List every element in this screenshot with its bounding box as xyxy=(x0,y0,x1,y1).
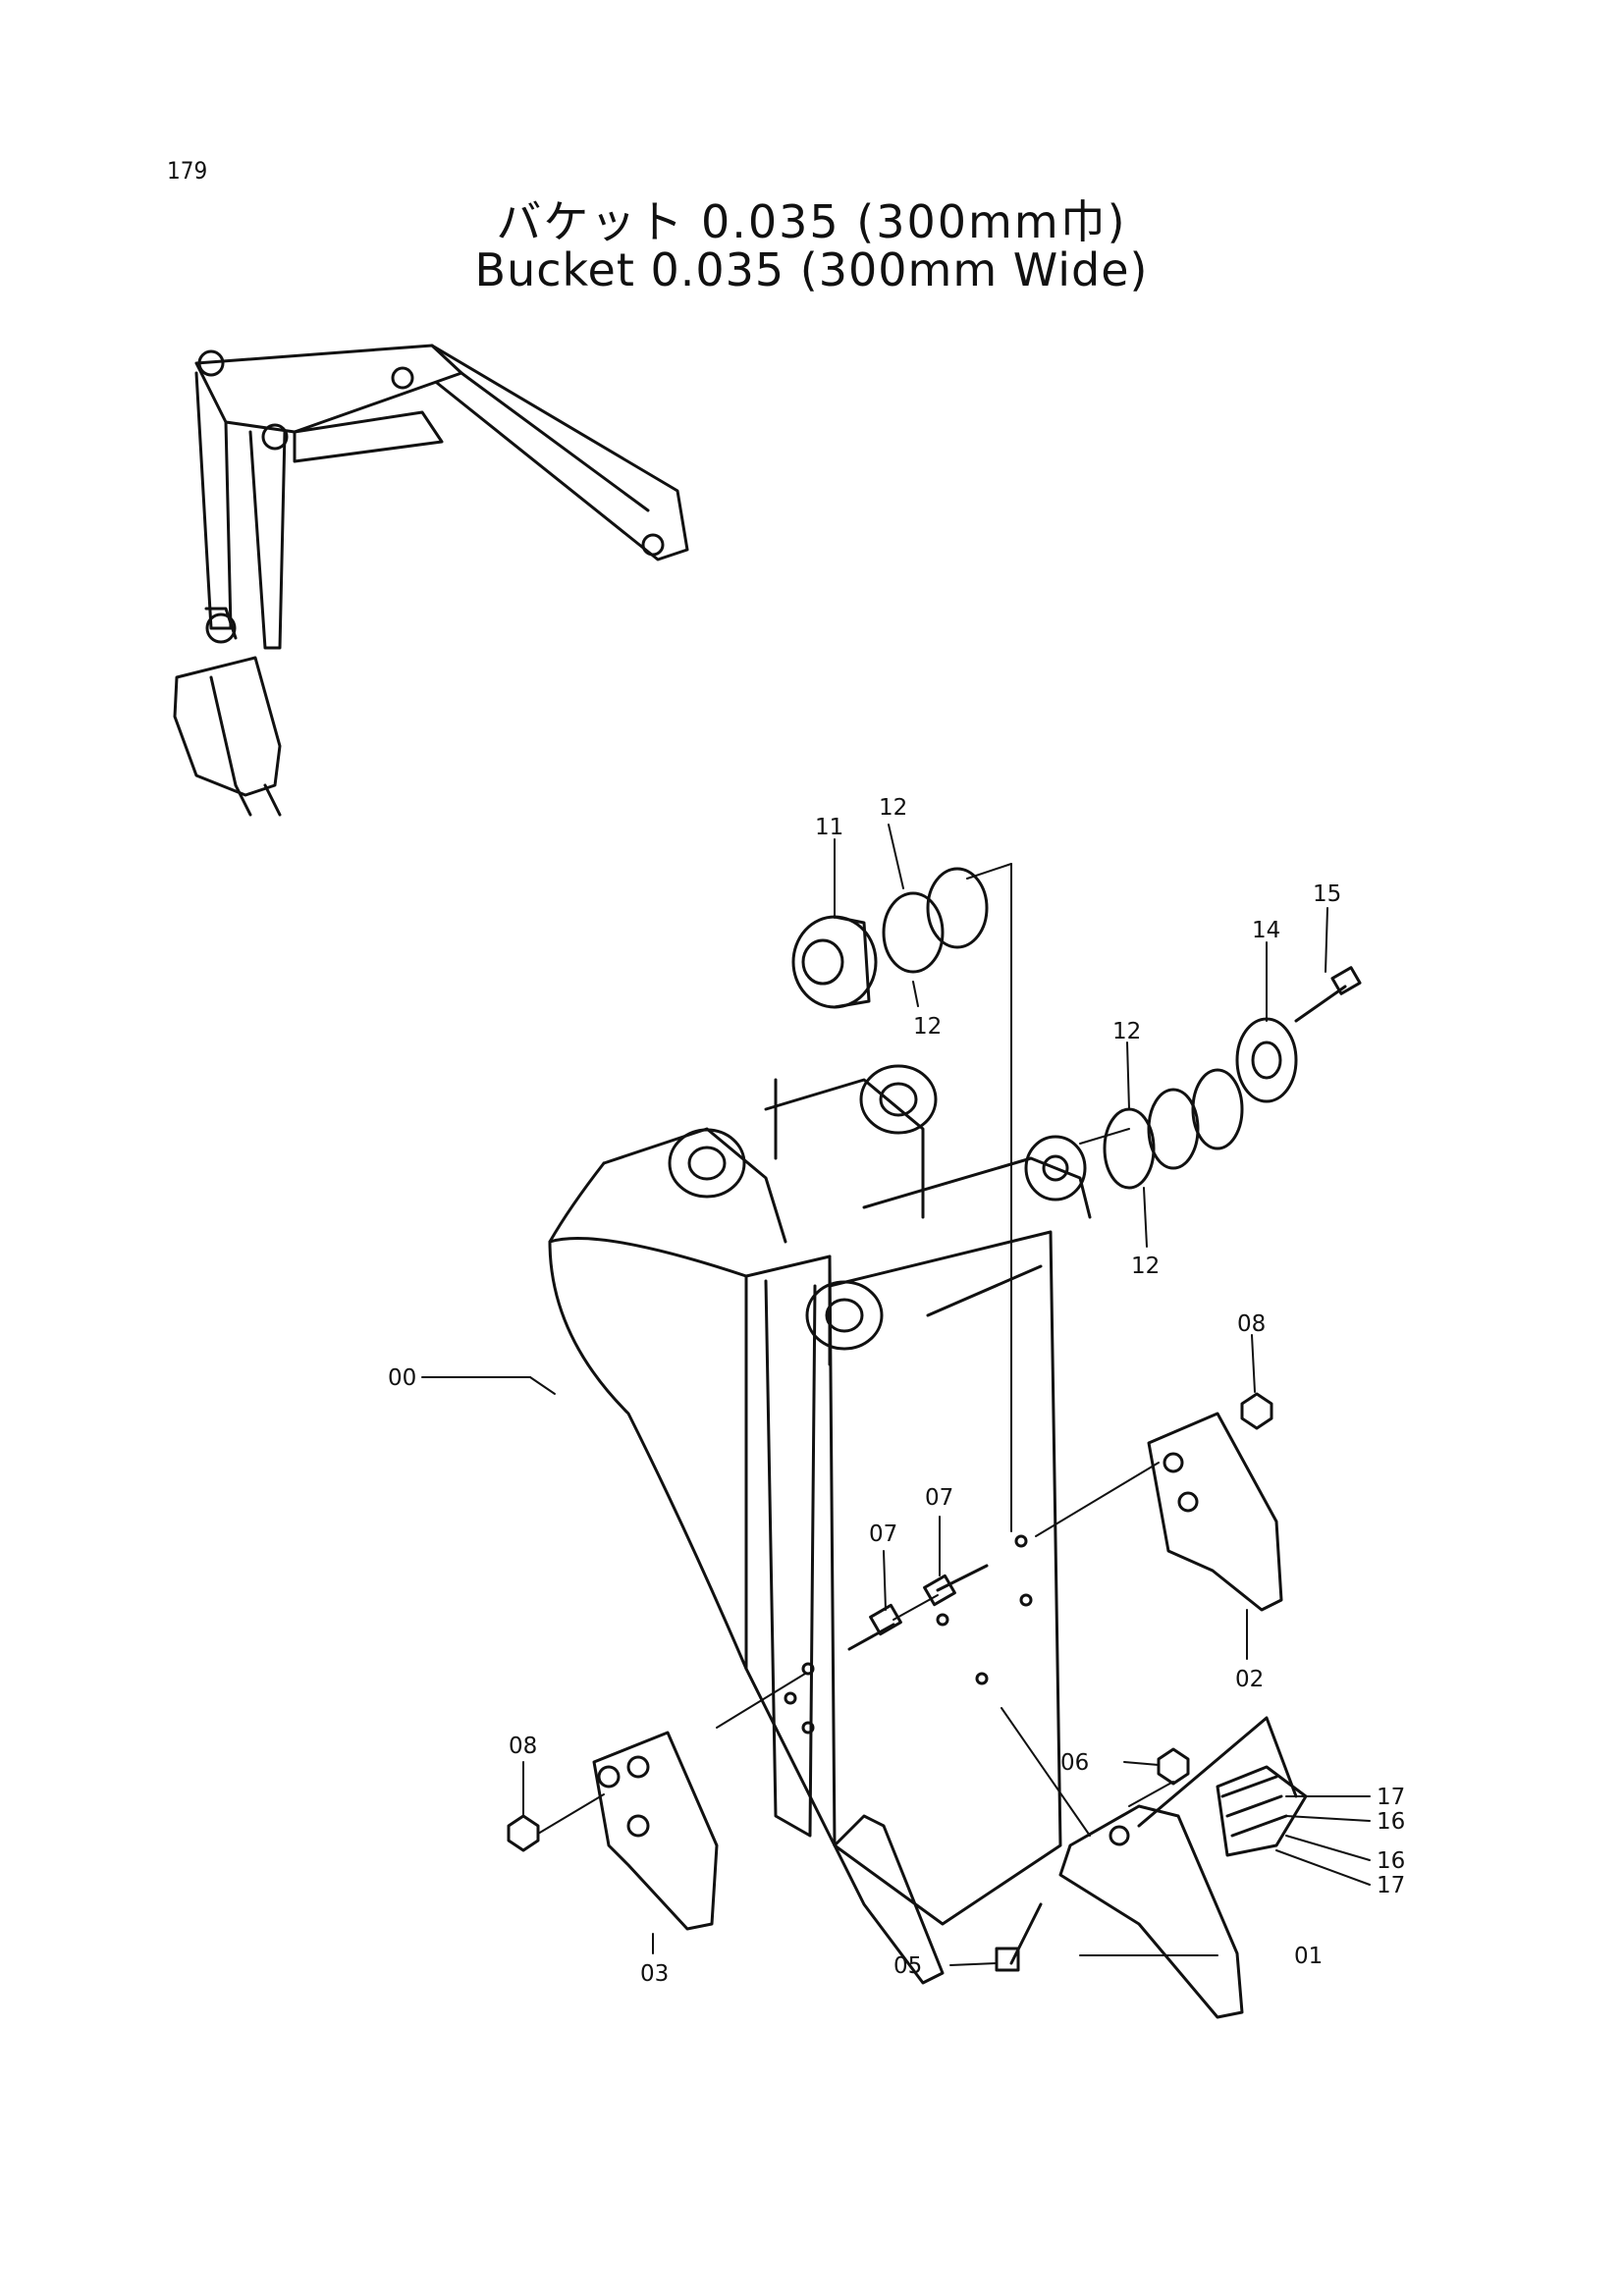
page-number: 179 xyxy=(167,157,208,185)
callout-05: 05 xyxy=(893,1953,922,1979)
bucket-body xyxy=(548,1064,1092,1926)
pin-05 xyxy=(995,1902,1043,1972)
nut-06 xyxy=(1157,1747,1190,1786)
callout-16-top: 16 xyxy=(1377,1809,1405,1835)
callout-03: 03 xyxy=(640,1961,669,1987)
callout-07-left: 07 xyxy=(869,1522,897,1547)
callout-15: 15 xyxy=(1313,881,1341,907)
nut-08-left xyxy=(507,1814,540,1852)
callout-17-top: 17 xyxy=(1377,1785,1405,1810)
plate-14 xyxy=(1235,1017,1298,1103)
callout-08-left: 08 xyxy=(509,1734,537,1759)
shims-12-upper xyxy=(882,867,989,974)
callout-14: 14 xyxy=(1252,918,1280,943)
callout-08-right: 08 xyxy=(1237,1311,1266,1337)
callout-12-right-top: 12 xyxy=(1112,1019,1141,1044)
callout-16-bottom: 16 xyxy=(1377,1848,1405,1874)
bolt-07-right xyxy=(923,1564,989,1607)
callout-11: 11 xyxy=(815,815,843,840)
callout-12-right-bottom: 12 xyxy=(1131,1254,1160,1279)
callout-12-top: 12 xyxy=(879,795,907,821)
title-japanese: バケット 0.035 (300mm巾) xyxy=(496,195,1127,248)
callout-02: 02 xyxy=(1235,1667,1264,1692)
bolt-07-left xyxy=(847,1603,902,1651)
excavator-arm-overview xyxy=(173,344,689,817)
lock-16-17 xyxy=(1137,1716,1308,1857)
nut-08-right xyxy=(1240,1392,1273,1430)
title-english: Bucket 0.035 (300mm Wide) xyxy=(474,243,1149,296)
callout-01: 01 xyxy=(1294,1944,1323,1969)
side-cutter-03 xyxy=(592,1731,719,1931)
callout-17-bottom: 17 xyxy=(1377,1873,1405,1898)
tooth-01 xyxy=(833,1804,1244,2019)
callout-00: 00 xyxy=(388,1365,416,1391)
side-cutter-02 xyxy=(1147,1412,1283,1612)
bolt-15 xyxy=(1294,966,1362,1023)
callout-07-right: 07 xyxy=(925,1485,953,1511)
bushing-11 xyxy=(791,915,878,1009)
callout-labels: 00 01 02 03 05 06 07 07 08 08 11 12 12 1… xyxy=(388,795,1405,1987)
callout-12-mid: 12 xyxy=(913,1014,942,1040)
callout-06: 06 xyxy=(1060,1750,1089,1776)
shims-12-right xyxy=(1103,1068,1244,1190)
